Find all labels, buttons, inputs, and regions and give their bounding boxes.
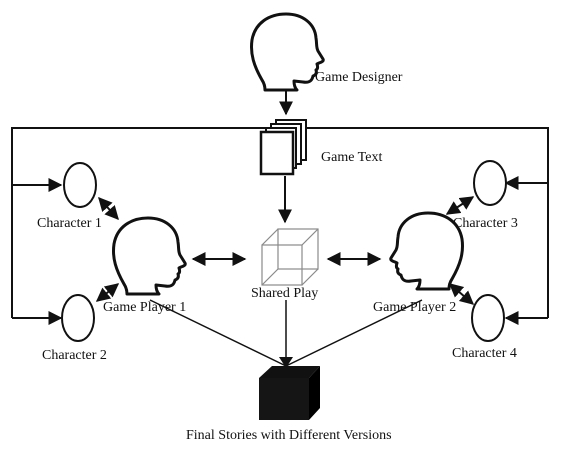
game-player-2-label: Game Player 2 bbox=[373, 300, 456, 315]
game-designer-label: Game Designer bbox=[315, 70, 403, 85]
game-text-pages-icon bbox=[259, 119, 307, 176]
character-2-label: Character 2 bbox=[42, 348, 107, 363]
final-arrowhead bbox=[279, 357, 293, 368]
character-2-node bbox=[61, 294, 95, 342]
character-4-label: Character 4 bbox=[452, 346, 517, 361]
game-text-label: Game Text bbox=[321, 150, 382, 165]
game-player-1-head-icon bbox=[111, 216, 187, 296]
final-stories-box-icon bbox=[259, 366, 320, 420]
game-designer-head-icon bbox=[249, 12, 325, 92]
converging-lines bbox=[149, 299, 423, 367]
character-3-node bbox=[473, 160, 507, 206]
distribution-lines bbox=[11, 127, 549, 318]
shared-play-cube-icon bbox=[261, 228, 319, 286]
character-3-player-2-arrow bbox=[445, 196, 475, 215]
character-1-node bbox=[63, 162, 97, 208]
character-1-player-1-arrow bbox=[98, 196, 119, 221]
bidirectional-arrows bbox=[95, 196, 475, 305]
character-2-player-1-arrow bbox=[95, 283, 120, 302]
final-stories-label: Final Stories with Different Versions bbox=[186, 428, 392, 443]
game-player-1-label: Game Player 1 bbox=[103, 300, 186, 315]
character-4-node bbox=[471, 294, 505, 342]
character-4-player-2-arrow bbox=[448, 283, 475, 305]
character-3-label: Character 3 bbox=[453, 216, 518, 231]
shared-play-label: Shared Play bbox=[251, 286, 318, 301]
game-player-2-head-icon bbox=[391, 213, 463, 289]
outer-arrows bbox=[12, 176, 548, 325]
character-1-label: Character 1 bbox=[37, 216, 102, 231]
